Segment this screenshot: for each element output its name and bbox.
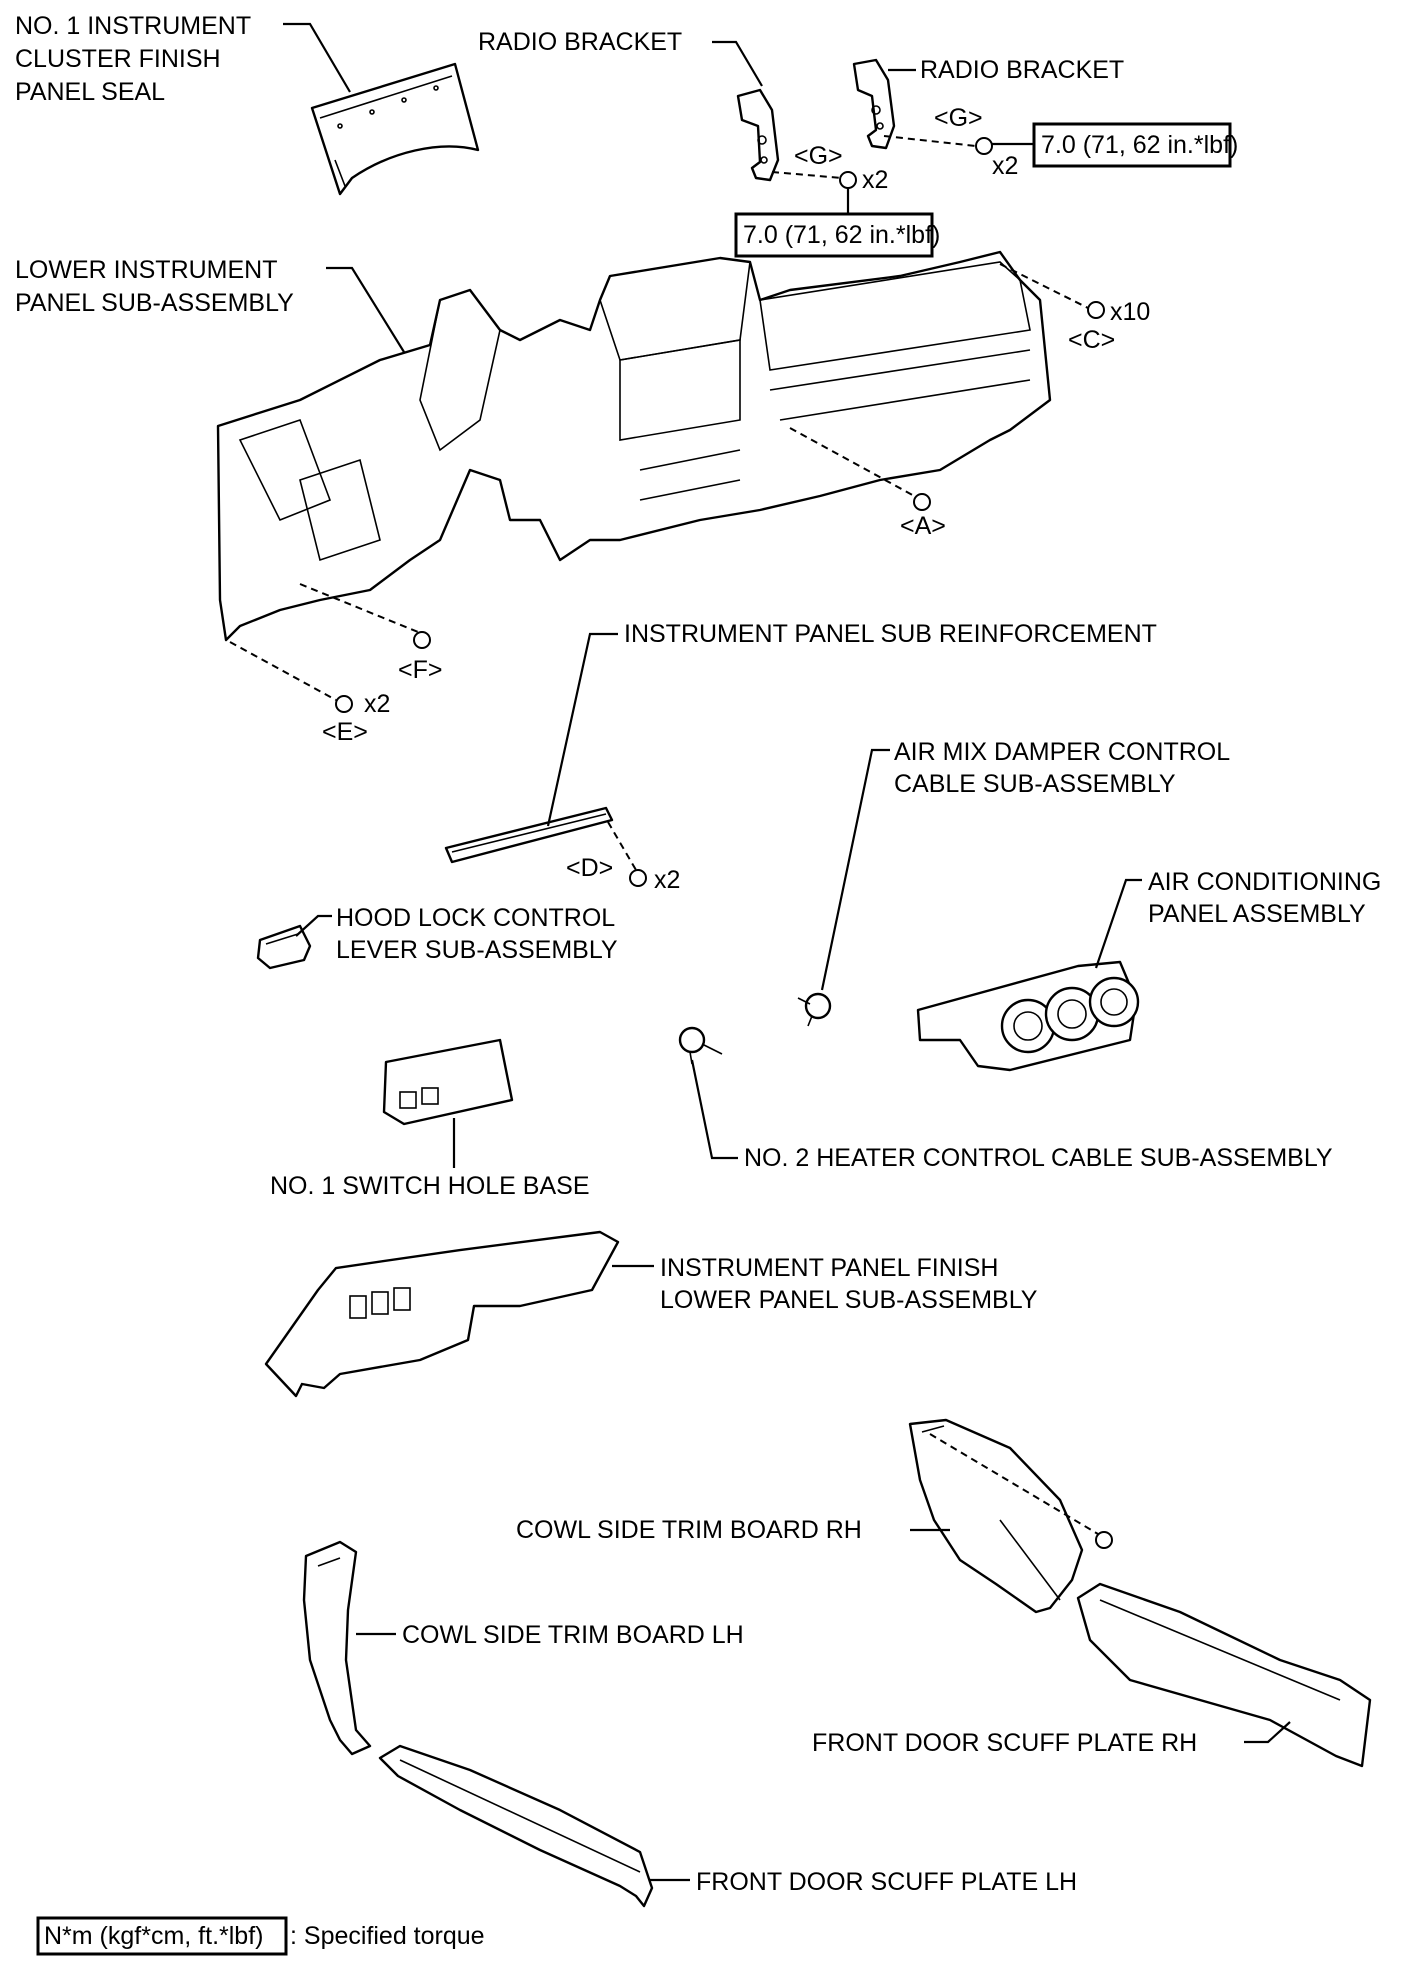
hood-lock-label: HOOD LOCK CONTROL LEVER SUB-ASSEMBLY [336,904,618,964]
f-fastener-label: <F> [398,656,442,684]
c-fastener-label: <C> [1068,326,1115,354]
d-bolt-icon [629,869,647,887]
hood-lock-label-line1: HOOD LOCK CONTROL [336,904,615,932]
torque-box-left [734,212,934,258]
lower-panel-label-line1: LOWER INSTRUMENT [15,256,278,284]
cowl-rh-part [908,1418,1084,1614]
scuff-rh-leader [1244,1721,1291,1744]
ac-panel-part [916,960,1140,1072]
g-left-dashed-guide [771,171,843,179]
hood-lock-lever-part [256,924,312,970]
f-dashed-guide [299,583,419,633]
scuff-lh-label: FRONT DOOR SCUFF PLATE LH [696,1868,1077,1896]
legend-description: : Specified torque [290,1922,485,1950]
g-left-count: x2 [862,166,888,194]
lower-panel-label-line2: PANEL SUB-ASSEMBLY [15,289,294,317]
legend-unit-text: N*m (kgf*cm, ft.*lbf) [44,1922,263,1950]
e-fastener-label: <E> [322,718,368,746]
cowl-rh-label: COWL SIDE TRIM BOARD RH [516,1516,862,1544]
air-mix-cable-part [797,992,832,1027]
sub-reinforcement-label: INSTRUMENT PANEL SUB REINFORCEMENT [624,620,1157,648]
air-mix-label-line2: CABLE SUB-ASSEMBLY [894,770,1176,798]
radio-bracket-left-label: RADIO BRACKET [478,28,682,56]
g-right-count: x2 [992,152,1018,180]
ac-panel-label-line2: PANEL ASSEMBLY [1148,900,1366,928]
heater-cable-part [678,1026,723,1065]
torque-left-value: 7.0 (71, 62 in.*lbf) [743,221,940,249]
cowl-rh-dashed-guide [929,1433,1099,1535]
air-mix-label-line1: AIR MIX DAMPER CONTROL [894,738,1230,766]
scuff-rh-label: FRONT DOOR SCUFF PLATE RH [812,1729,1197,1757]
ac-panel-label-line1: AIR CONDITIONING [1148,868,1381,896]
cluster-seal-label: NO. 1 INSTRUMENT CLUSTER FINISH PANEL SE… [15,12,251,106]
finish-lower-label-line1: INSTRUMENT PANEL FINISH [660,1254,998,1282]
cowl-lh-part [302,1540,372,1756]
e-bolt-icon [335,695,353,713]
g-right-bolt-icon [975,137,993,155]
radio-bracket-right-label: RADIO BRACKET [920,56,1124,84]
sub-reinforcement-part [444,806,614,864]
finish-lower-label-line2: LOWER PANEL SUB-ASSEMBLY [660,1286,1038,1314]
switch-hole-base-label: NO. 1 SWITCH HOLE BASE [270,1172,590,1200]
lower-instrument-panel-part [216,250,1052,642]
g-right-dashed-guide [883,135,977,147]
a-dashed-guide [789,427,919,499]
c-count: x10 [1110,298,1150,326]
cowl-lh-label: COWL SIDE TRIM BOARD LH [402,1621,744,1649]
ac-panel-leader [1094,878,1142,969]
a-fastener-label: <A> [900,512,946,540]
heater-cable-label: NO. 2 HEATER CONTROL CABLE SUB-ASSEMBLY [744,1144,1333,1172]
cluster-seal-label-line2: CLUSTER FINISH [15,45,221,73]
switch-hole-base-part [382,1038,514,1126]
lower-panel-label: LOWER INSTRUMENT PANEL SUB-ASSEMBLY [15,256,294,317]
finish-lower-panel-part [264,1230,620,1398]
d-dashed-guide [607,821,637,871]
cowl-rh-clip-icon [1095,1531,1113,1549]
e-dashed-guide [229,641,337,701]
ac-panel-label: AIR CONDITIONING PANEL ASSEMBLY [1148,868,1381,928]
g-left-bolt-icon [839,171,857,189]
a-bolt-icon [913,493,931,511]
scuff-lh-part [378,1744,654,1908]
hood-lock-label-line2: LEVER SUB-ASSEMBLY [336,936,618,964]
scuff-rh-part [1076,1582,1372,1768]
cluster-seal-leader [283,22,351,93]
finish-lower-panel-label: INSTRUMENT PANEL FINISH LOWER PANEL SUB-… [660,1254,1038,1314]
heater-cable-leader [690,1059,738,1160]
torque-right-value: 7.0 (71, 62 in.*lbf) [1041,131,1238,159]
c-dashed-guide [999,263,1089,309]
cluster-finish-panel-seal-part [310,62,480,196]
e-count: x2 [364,690,390,718]
torque-box-right [1032,122,1232,168]
legend-unit-box [36,1916,288,1956]
lower-panel-leader [326,266,405,353]
air-mix-leader [820,748,890,991]
d-fastener-label: <D> [566,854,613,882]
c-bolt-icon [1087,301,1105,319]
cluster-seal-label-line3: PANEL SEAL [15,78,165,106]
hood-lock-leader [295,914,332,937]
radio-bracket-right-part [852,58,896,150]
g-left-fastener-label: <G> [794,142,843,170]
sub-reinforcement-leader [546,632,618,827]
radio-bracket-left-part [736,88,780,182]
cluster-seal-label-line1: NO. 1 INSTRUMENT [15,12,251,40]
radio-bracket-left-leader [712,40,763,87]
g-right-fastener-label: <G> [934,104,983,132]
d-count: x2 [654,866,680,894]
air-mix-cable-label: AIR MIX DAMPER CONTROL CABLE SUB-ASSEMBL… [894,738,1230,798]
f-bolt-icon [413,631,431,649]
